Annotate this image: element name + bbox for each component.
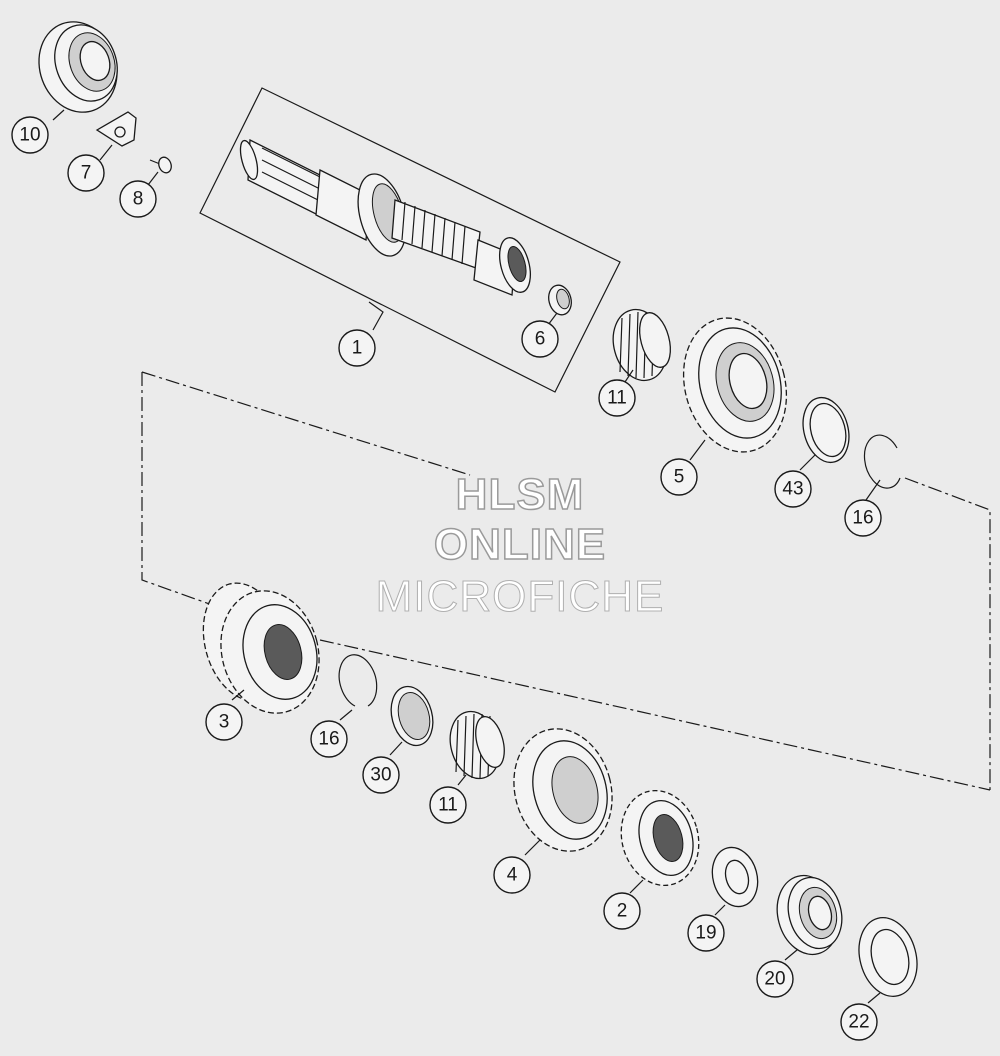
callout-label: 20 xyxy=(764,969,785,990)
callout-label: 16 xyxy=(318,729,339,750)
callout-label: 11 xyxy=(607,388,627,409)
callout-20: 20 xyxy=(756,960,794,998)
shim-22 xyxy=(858,917,918,997)
watermark-line-2: ONLINE xyxy=(433,519,607,570)
needle-bearing-11-bottom xyxy=(449,710,505,780)
circlip-16-top xyxy=(863,434,901,489)
callout-label: 11 xyxy=(438,795,458,816)
bearing-20 xyxy=(776,874,843,956)
callout-10: 10 xyxy=(11,116,49,154)
callout-16-bottom: 16 xyxy=(310,720,348,758)
kit-frame xyxy=(199,87,621,393)
double-gear-3 xyxy=(202,582,320,714)
assembly-line-top xyxy=(141,371,471,476)
screw-8 xyxy=(149,156,172,174)
callout-label: 19 xyxy=(695,923,716,944)
gear-2 xyxy=(620,789,700,887)
callout-2: 2 xyxy=(603,892,641,930)
callout-11-bottom: 11 xyxy=(429,786,467,824)
callout-5: 5 xyxy=(660,458,698,496)
callout-label: 8 xyxy=(133,189,144,210)
callout-label: 16 xyxy=(852,508,873,529)
assembly-line-bottom xyxy=(319,639,991,791)
callout-8: 8 xyxy=(119,180,157,218)
callout-label: 1 xyxy=(352,338,363,359)
watermark-line-3: MICROFICHE xyxy=(375,572,665,622)
callout-4: 4 xyxy=(493,856,531,894)
callout-label: 7 xyxy=(81,163,92,184)
callout-7: 7 xyxy=(67,154,105,192)
main-shaft-1 xyxy=(239,138,531,296)
callout-43: 43 xyxy=(774,470,812,508)
callout-19: 19 xyxy=(687,914,725,952)
callout-label: 2 xyxy=(617,901,628,922)
callout-label: 22 xyxy=(848,1012,869,1033)
callout-11-top: 11 xyxy=(598,379,636,417)
washer-19 xyxy=(711,846,759,908)
callout-label: 4 xyxy=(507,865,518,886)
callout-label: 43 xyxy=(782,479,803,500)
bushing-6 xyxy=(548,284,572,316)
callout-label: 5 xyxy=(674,467,685,488)
watermark-line-1: HLSM xyxy=(455,469,585,520)
callout-1: 1 xyxy=(338,329,376,367)
lock-plate-7 xyxy=(95,111,137,147)
callout-label: 10 xyxy=(19,125,40,146)
gear-4 xyxy=(513,728,613,852)
callout-6: 6 xyxy=(521,320,559,358)
assembly-line-right xyxy=(904,477,991,790)
callout-30: 30 xyxy=(362,756,400,794)
callout-label: 30 xyxy=(370,765,391,786)
leader-lines xyxy=(52,109,881,1004)
assembly-line-left xyxy=(141,372,233,613)
needle-bearing-11-top xyxy=(612,308,671,382)
callout-label: 3 xyxy=(219,712,230,733)
callout-label: 6 xyxy=(535,329,546,350)
callout-16-top: 16 xyxy=(844,499,882,537)
washer-30 xyxy=(390,685,434,747)
callout-3: 3 xyxy=(205,703,243,741)
gear-5 xyxy=(682,317,788,453)
callout-22: 22 xyxy=(840,1003,878,1041)
bearing-10 xyxy=(38,21,118,113)
washer-43 xyxy=(802,396,850,464)
circlip-16-bottom xyxy=(338,654,378,707)
